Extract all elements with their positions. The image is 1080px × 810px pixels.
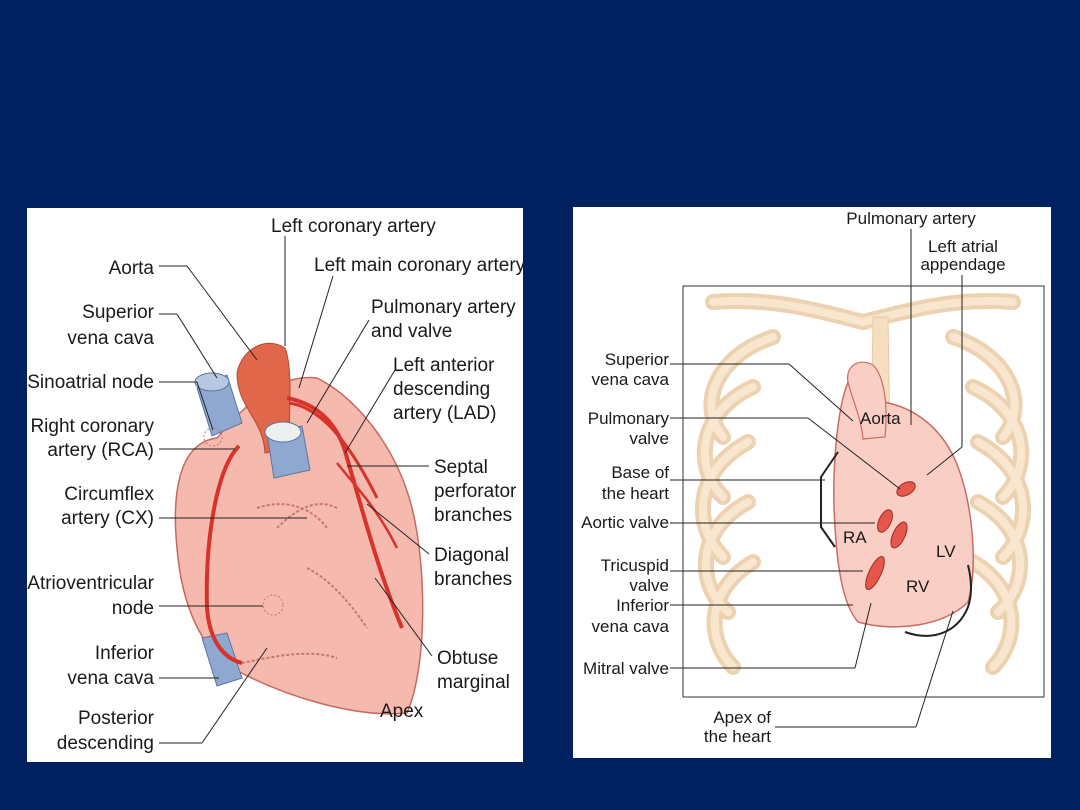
label-pulmonary-valve-1: Pulmonary — [588, 409, 670, 428]
label-lv: LV — [936, 542, 956, 561]
heart-body — [174, 376, 424, 715]
label-base-1: Base of — [611, 463, 669, 482]
label-ivc-1: Inferior — [95, 643, 155, 664]
diagonal-vessel — [336, 462, 399, 549]
av-node — [262, 594, 284, 616]
coronary-anatomy-diagram: Left coronary artery Left main coronary … — [27, 216, 523, 754]
label-aorta-right: Aorta — [860, 409, 901, 428]
label-left-main-coronary-artery: Left main coronary artery — [314, 255, 523, 276]
label-aorta: Aorta — [109, 258, 155, 279]
label-pulmonary-artery-right: Pulmonary artery — [846, 209, 976, 228]
ribcage-frame — [682, 285, 1045, 698]
label-left-atrial-1: Left atrial — [928, 237, 998, 256]
label-ra: RA — [843, 528, 867, 547]
label-svc-right-1: Superior — [605, 350, 670, 369]
label-aortic-valve: Aortic valve — [581, 513, 669, 532]
label-rv: RV — [906, 577, 930, 596]
leader-lines — [159, 236, 433, 744]
pulmonary-valve-shape — [896, 481, 916, 497]
label-superior-vena-cava-1: Superior — [82, 302, 154, 323]
label-diagonal-2: branches — [434, 569, 512, 590]
great-vessels — [846, 361, 887, 440]
label-posterior-1: Posterior — [78, 708, 155, 729]
label-circumflex-2: artery (CX) — [61, 508, 154, 529]
label-rca-2: artery (RCA) — [47, 440, 154, 461]
label-apex-right-1: Apex of — [713, 708, 771, 727]
pulmonary-valve — [264, 421, 302, 443]
svc-opening — [194, 372, 230, 392]
label-sinoatrial-node: Sinoatrial node — [27, 372, 154, 393]
label-lad-1: Left anterior — [393, 355, 495, 376]
label-obtuse-1: Obtuse — [437, 648, 498, 669]
label-superior-vena-cava-2: vena cava — [67, 328, 154, 349]
label-apex-right-2: the heart — [704, 727, 771, 746]
label-left-coronary-artery: Left coronary artery — [271, 216, 436, 237]
label-posterior-2: descending — [57, 733, 154, 754]
apex-arc — [904, 564, 972, 637]
rib-highlights — [699, 297, 1027, 671]
label-ivc-2: vena cava — [67, 668, 154, 689]
label-apex: Apex — [380, 701, 424, 722]
label-pulmonary-valve-2: valve — [629, 429, 669, 448]
coronary-anatomy-panel: Left coronary artery Left main coronary … — [27, 208, 523, 762]
chest-anatomy-diagram: Aorta RA LV RV Pulmonary artery Left atr… — [581, 209, 1045, 746]
label-ivc-right-1: Inferior — [616, 596, 669, 615]
inferior-vena-cava — [201, 632, 243, 687]
base-bracket — [820, 451, 839, 548]
leader-lines-right — [670, 229, 963, 728]
label-rca-1: Right coronary — [30, 416, 154, 437]
label-av-node-1: Atrioventricular — [27, 573, 154, 594]
label-tricuspid-2: valve — [629, 576, 669, 595]
label-ivc-right-2: vena cava — [592, 617, 670, 636]
label-lad-3: artery (LAD) — [393, 403, 496, 424]
label-svc-right-2: vena cava — [592, 370, 670, 389]
label-pulmonary-artery-1: Pulmonary artery — [371, 297, 516, 318]
label-septal-3: branches — [434, 505, 512, 526]
label-lad-2: descending — [393, 379, 490, 400]
sa-node — [203, 427, 223, 447]
label-septal-2: perforator — [434, 481, 517, 502]
label-diagonal-1: Diagonal — [434, 545, 509, 566]
label-left-atrial-2: appendage — [920, 255, 1005, 274]
aortic-valve-shape — [877, 509, 893, 533]
label-circumflex-1: Circumflex — [64, 484, 154, 505]
rca-vessel — [204, 444, 243, 665]
posterior-branches — [241, 503, 368, 664]
label-base-2: the heart — [602, 484, 669, 503]
label-obtuse-2: marginal — [437, 672, 510, 693]
circumflex-vessel — [288, 401, 379, 499]
mitral-valve-shape — [890, 521, 908, 549]
tricuspid-valve-shape — [865, 555, 885, 591]
label-mitral-valve: Mitral valve — [583, 659, 669, 678]
label-av-node-2: node — [112, 598, 154, 619]
label-tricuspid-1: Tricuspid — [601, 556, 669, 575]
label-pulmonary-artery-2: and valve — [371, 321, 452, 342]
heart-silhouette — [833, 380, 974, 628]
lad-vessel — [286, 396, 404, 629]
label-septal-1: Septal — [434, 457, 488, 478]
chest-anatomy-panel: Aorta RA LV RV Pulmonary artery Left atr… — [573, 207, 1051, 758]
